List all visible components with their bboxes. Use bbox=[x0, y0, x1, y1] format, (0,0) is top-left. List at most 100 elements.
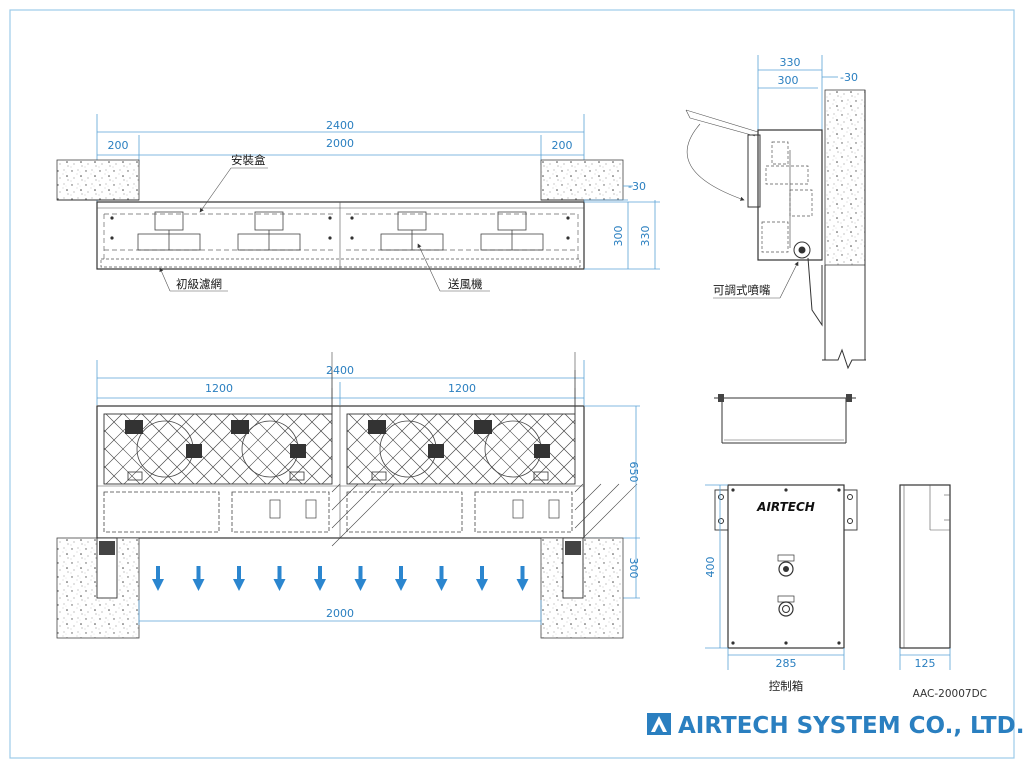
mesh-line bbox=[303, 455, 333, 485]
dim-depth-inner: 300 bbox=[612, 226, 625, 247]
mesh-line bbox=[103, 413, 123, 433]
mesh-line bbox=[331, 483, 377, 529]
fan-mesh-right bbox=[346, 413, 576, 485]
airtech-logo-icon bbox=[647, 713, 671, 735]
control-box-top-view bbox=[714, 394, 856, 444]
airflow-arrow-icon bbox=[314, 566, 326, 591]
mesh-line bbox=[141, 413, 213, 485]
dim-overall-width: 2400 bbox=[326, 119, 354, 132]
latch-marks bbox=[269, 499, 560, 519]
side-lid bbox=[747, 134, 761, 208]
dim-box-depth: 125 bbox=[915, 657, 936, 670]
mesh-line bbox=[103, 447, 141, 485]
mesh-line bbox=[346, 413, 402, 469]
airflow-arrow-icon bbox=[192, 566, 205, 591]
side-unit-body bbox=[757, 129, 823, 261]
mesh-line bbox=[331, 483, 359, 511]
dim-wall-depth: 300 bbox=[627, 558, 640, 579]
mesh-line bbox=[346, 429, 402, 485]
mesh-line bbox=[474, 413, 546, 485]
mesh-line bbox=[574, 483, 584, 493]
mesh-line bbox=[348, 413, 420, 485]
mesh-line bbox=[528, 413, 576, 461]
mesh-line bbox=[574, 483, 638, 547]
bolt-dots-front bbox=[110, 216, 570, 240]
dim-left-end: 200 bbox=[108, 139, 129, 152]
mesh-line bbox=[321, 473, 333, 485]
mesh-line bbox=[346, 413, 366, 433]
mesh-clips bbox=[127, 471, 549, 481]
lower-access-panels bbox=[103, 491, 573, 533]
callout-fan: 送風機 bbox=[448, 277, 483, 291]
dim-height: 650 bbox=[627, 462, 640, 483]
mesh-line bbox=[321, 413, 333, 425]
unit-body-bottom bbox=[96, 405, 585, 539]
dim-box-height: 400 bbox=[704, 557, 717, 578]
mesh-line bbox=[213, 413, 285, 485]
fan-mounts-front bbox=[137, 211, 544, 251]
mesh-line bbox=[105, 413, 177, 485]
mesh-line bbox=[492, 413, 564, 485]
mesh-line bbox=[574, 483, 602, 511]
mesh-line bbox=[546, 413, 576, 443]
airflow-arrow-icon bbox=[476, 566, 488, 591]
dim-overall-width-bottom: 2400 bbox=[326, 364, 354, 377]
dim-side-inner: 300 bbox=[778, 74, 799, 87]
mesh-line bbox=[528, 437, 576, 485]
mesh-line bbox=[303, 413, 333, 443]
control-box-body bbox=[727, 484, 845, 649]
drawing-code: AAC-20007DC bbox=[913, 688, 987, 700]
mesh-line bbox=[103, 429, 159, 485]
control-box-brand-plate: AIRTECH bbox=[756, 500, 815, 514]
dim-side-offset: -30 bbox=[840, 71, 858, 84]
mesh-line bbox=[285, 413, 333, 461]
mesh-line bbox=[384, 413, 456, 485]
mesh-line bbox=[331, 483, 341, 493]
airflow-arrow-icon bbox=[354, 566, 367, 591]
control-box-caption: 控制箱 bbox=[769, 679, 804, 693]
mesh-line bbox=[346, 447, 384, 485]
company-name: AIRTECH SYSTEM CO., LTD. bbox=[678, 713, 1024, 739]
airflow-arrow-icon bbox=[233, 566, 245, 591]
callout-mounting-box: 安裝盒 bbox=[231, 153, 266, 167]
airflow-arrows bbox=[152, 566, 529, 591]
airflow-arrow-icon bbox=[273, 566, 286, 591]
mesh-line bbox=[574, 483, 620, 529]
dim-inner-width: 2000 bbox=[326, 137, 354, 150]
dim-depth-outer: 330 bbox=[639, 226, 652, 247]
side-view: 330 300 -30 可調式噴嘴 bbox=[685, 55, 866, 370]
mesh-line bbox=[249, 413, 321, 485]
side-internals bbox=[761, 141, 813, 253]
fan-hubs bbox=[125, 420, 550, 458]
unit-body-front bbox=[96, 201, 585, 270]
fan-mesh-left bbox=[103, 413, 333, 485]
front-elevation-view: 2400 200 2000 200 -30 bbox=[56, 114, 660, 292]
mesh-line bbox=[564, 413, 576, 425]
mesh-grid-left bbox=[103, 352, 395, 547]
bottom-elevation-view: 2400 1200 1200 bbox=[56, 352, 640, 639]
dim-box-width: 285 bbox=[776, 657, 797, 670]
airflow-arrow-icon bbox=[395, 566, 407, 591]
callout-primary-filter: 初級濾網 bbox=[176, 277, 222, 291]
mesh-line bbox=[231, 413, 303, 485]
control-box-front-view: AIRTECH 400 285 控制箱 bbox=[704, 484, 858, 693]
control-switch-icon[interactable] bbox=[778, 601, 794, 617]
dim-opening-width: 2000 bbox=[326, 607, 354, 620]
callout-adjustable-nozzle: 可調式噴嘴 bbox=[713, 283, 771, 297]
wall-right bbox=[540, 159, 624, 201]
mesh-line bbox=[331, 483, 395, 547]
filter-strip-front bbox=[100, 258, 581, 268]
dim-right-end: 200 bbox=[552, 139, 573, 152]
control-box-side-view: 125 bbox=[899, 484, 951, 670]
mesh-line bbox=[564, 473, 576, 485]
airflow-arrow-icon bbox=[152, 566, 164, 591]
dim-right-half: 1200 bbox=[448, 382, 476, 395]
wall-left bbox=[56, 159, 140, 201]
dim-left-half: 1200 bbox=[205, 382, 233, 395]
airflow-arrow-icon bbox=[435, 566, 448, 591]
airflow-arrow-icon bbox=[516, 566, 529, 591]
mesh-line bbox=[346, 465, 366, 485]
page-border bbox=[9, 9, 1015, 759]
mesh-line bbox=[285, 437, 333, 485]
